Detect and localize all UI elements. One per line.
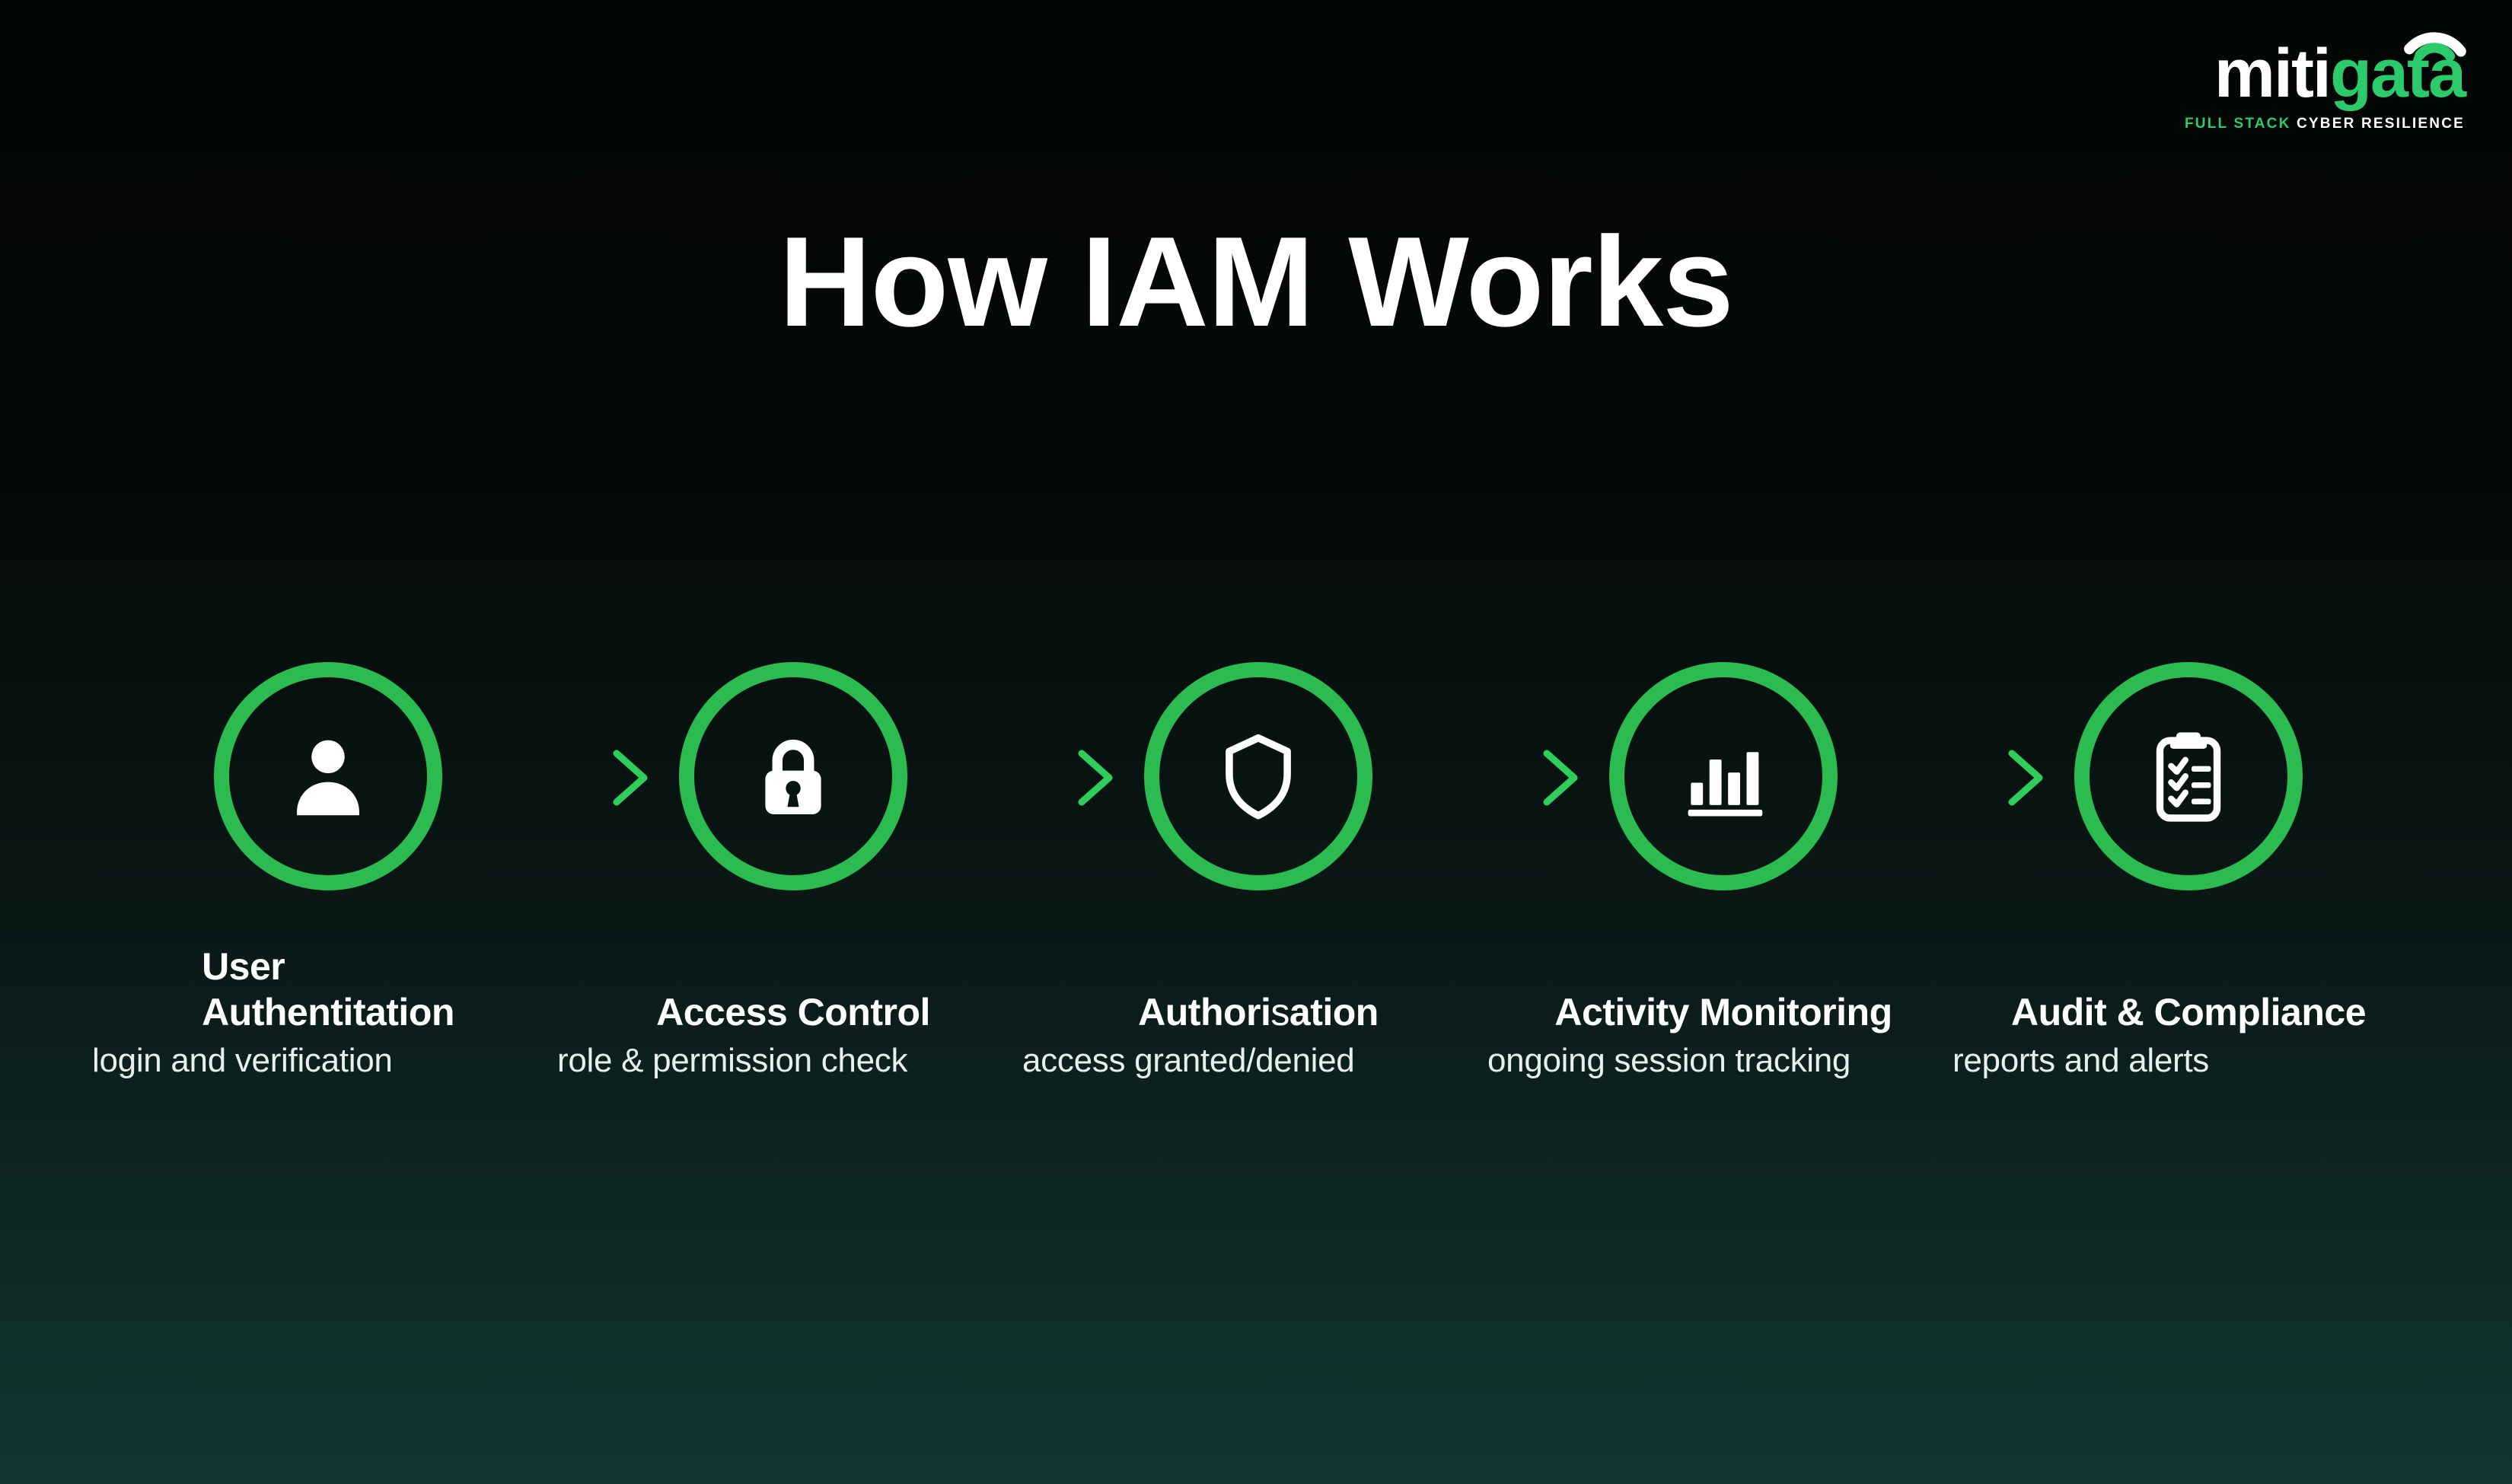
brand-tagline: FULL STACK CYBER RESILIENCE	[2185, 116, 2465, 132]
clipboard-check-icon	[2137, 725, 2239, 827]
arrow-right-icon	[910, 750, 1113, 806]
step-circle-activity-monitoring	[1609, 662, 1838, 890]
step-subtitle: login and verification	[92, 1042, 393, 1079]
brand-tagline-accent: FULL STACK	[2184, 115, 2291, 132]
page-title: How IAM Works	[779, 210, 1733, 353]
step-title: Access Control	[557, 942, 1029, 1035]
step-subtitle: role & permission check	[557, 1042, 908, 1079]
step-title: User Authentitation	[92, 942, 564, 1035]
step-title-text: Activity Monitoring	[1554, 991, 1892, 1033]
step-title-text: User Authentitation	[202, 945, 454, 1033]
step-circle-user-authentication	[214, 662, 442, 890]
arrow-right-icon	[445, 750, 648, 806]
step-label-audit-compliance: Audit & Compliance reports and alerts	[1953, 942, 2424, 1081]
arrow-right-icon	[1375, 750, 1578, 806]
lock-icon	[747, 730, 840, 823]
brand-tagline-rest: CYBER RESILIENCE	[2296, 115, 2465, 132]
step-subtitle: reports and alerts	[1953, 1042, 2209, 1079]
arrow-right-icon	[1840, 750, 2043, 806]
step-title-text: Access Control	[656, 991, 930, 1033]
signal-arc-icon	[2404, 32, 2466, 62]
brand-wordmark-prefix: miti	[2214, 36, 2332, 112]
step-title-text: Authori	[1138, 991, 1271, 1033]
step-title-text: ation	[1289, 991, 1379, 1033]
step-label-user-authentication: User Authentitation login and verificati…	[92, 942, 564, 1081]
step-title: Audit & Compliance	[1953, 942, 2424, 1035]
brand-wordmark: mitigata	[2214, 32, 2466, 114]
bar-chart-icon	[1677, 730, 1770, 823]
step-title-text: s	[1270, 991, 1289, 1033]
step-label-access-control: Access Control role & permission check	[557, 942, 1029, 1081]
step-subtitle: access granted/denied	[1022, 1042, 1355, 1079]
step-circle-access-control	[679, 662, 907, 890]
step-title: Activity Monitoring	[1487, 942, 1959, 1035]
step-subtitle: ongoing session tracking	[1487, 1042, 1851, 1079]
user-icon	[279, 728, 377, 825]
step-circle-authorisation	[1144, 662, 1372, 890]
step-title-text: Audit & Compliance	[2010, 991, 2367, 1033]
brand-logo: mitigata FULL STACK CYBER RESILIENCE	[2185, 32, 2466, 132]
step-circle-audit-compliance	[2074, 662, 2303, 890]
shield-icon	[1207, 724, 1310, 828]
step-label-activity-monitoring: Activity Monitoring ongoing session trac…	[1487, 942, 1959, 1081]
